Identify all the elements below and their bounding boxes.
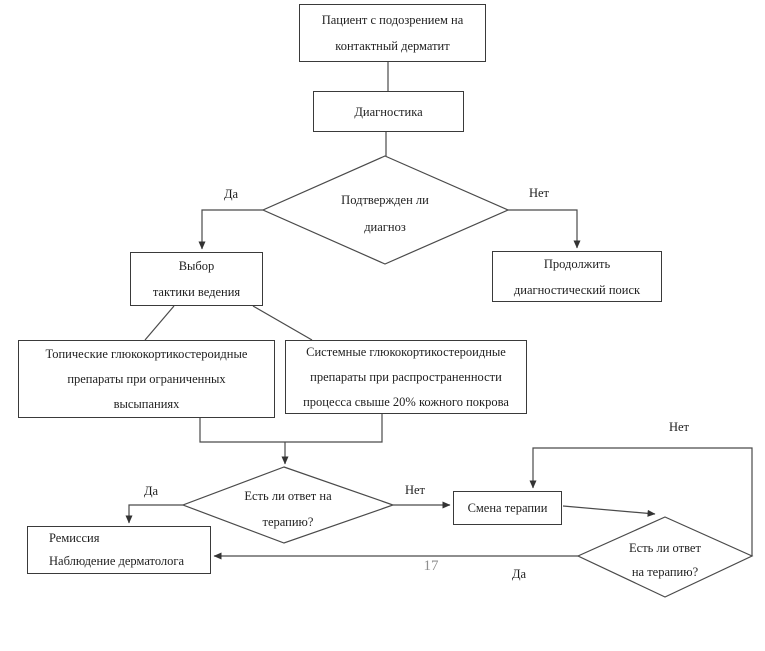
node-text-line: Выбор: [178, 259, 215, 273]
node-change-therapy: Смена терапии: [453, 491, 562, 525]
node-text-line: тактики ведения: [152, 285, 241, 299]
node-text-line: высыпаниях: [113, 396, 180, 411]
node-remission-observation: Ремиссия Наблюдение дерматолога: [27, 526, 211, 574]
node-text-line: Системные глюкокортикостероидные: [306, 344, 506, 359]
connector-merge-bar: [199, 414, 383, 443]
node-text-line: контактный дерматит: [335, 39, 450, 53]
node-text-line: процесса свыше 20% кожного покрова: [303, 394, 509, 409]
edge-label-confirm-yes: Да: [223, 187, 239, 201]
decision-response1-shape: [181, 466, 395, 544]
edge-label-response2-yes: Да: [511, 567, 527, 581]
edge-label-response1-no: Нет: [404, 483, 426, 497]
decision-confirm-shape: [261, 155, 510, 265]
node-text-line: Продолжить: [543, 256, 611, 271]
node-systemic-corticosteroids: Системные глюкокортикостероидные препара…: [285, 340, 527, 414]
node-patient-suspected: Пациент с подозрением на контактный дерм…: [299, 4, 486, 62]
edge-confirm-yes: [198, 209, 263, 250]
node-diagnostics: Диагностика: [313, 91, 464, 132]
edge-response2-no-loop: [529, 447, 753, 556]
edge-confirm-no: [508, 209, 581, 249]
node-text-line: Смена терапии: [467, 501, 548, 515]
edge-label-confirm-no: Нет: [528, 186, 550, 200]
node-choice-of-tactics: Выбор тактики ведения: [130, 252, 263, 306]
node-text-line: Наблюдение дерматолога: [49, 554, 185, 568]
node-topical-corticosteroids: Топические глюкокортикостероидные препар…: [18, 340, 275, 418]
edge-label-response2-no: Нет: [668, 420, 690, 434]
connector-tactics-to-topical: [144, 305, 175, 341]
node-text-line: Ремиссия: [49, 531, 100, 545]
edge-label-response1-yes: Да: [143, 484, 159, 498]
page-number: 17: [423, 558, 439, 574]
connector-tactics-to-systemic: [252, 305, 313, 341]
node-text-line: препараты при распространенности: [310, 369, 502, 384]
node-text-line: Диагностика: [354, 104, 423, 119]
node-text-line: препараты при ограниченных: [67, 371, 226, 386]
node-text-line: диагностический поиск: [513, 282, 641, 297]
node-text-line: Топические глюкокортикостероидные: [45, 346, 248, 361]
edge-change-to-response2: [562, 505, 656, 517]
node-text-line: Пациент с подозрением на: [321, 13, 464, 27]
edge-response1-yes: [125, 504, 183, 524]
decision-response2-shape: [576, 516, 754, 598]
node-continue-diagnostic-search: Продолжить диагностический поиск: [492, 251, 662, 302]
